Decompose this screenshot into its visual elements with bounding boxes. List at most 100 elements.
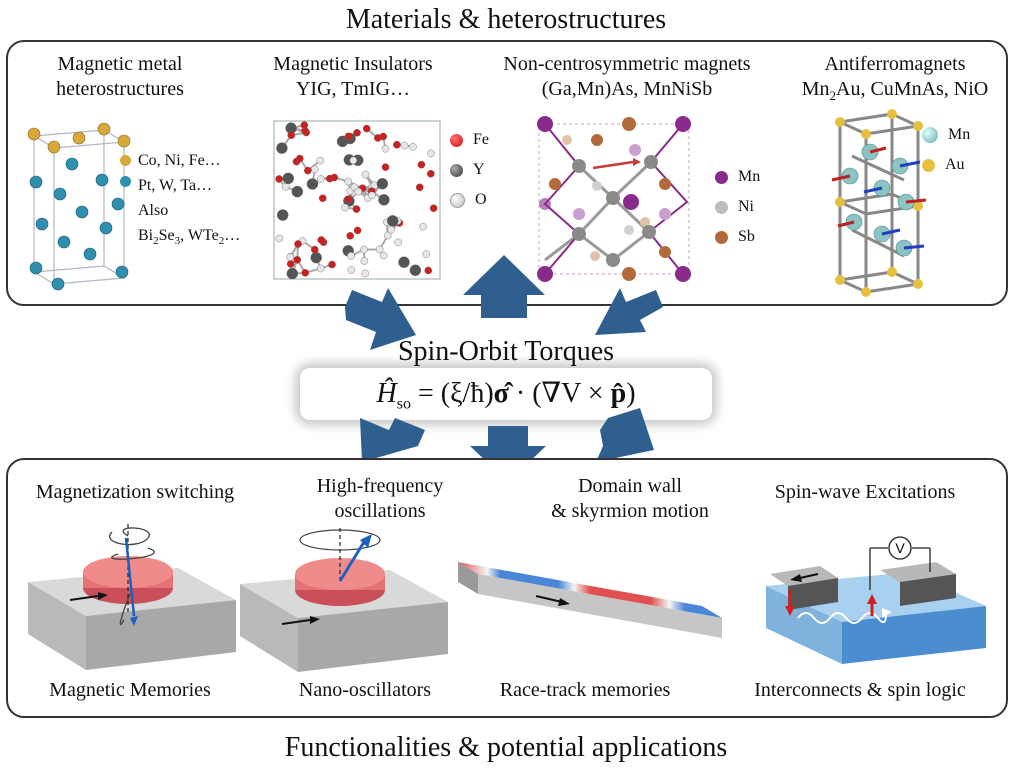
yig-atom xyxy=(354,187,363,196)
yig-atom xyxy=(344,177,353,186)
yig-atom xyxy=(349,156,358,165)
yig-atom xyxy=(400,141,409,150)
yig-atom xyxy=(341,203,349,212)
yig-atom xyxy=(275,234,284,243)
yig-crystal xyxy=(273,120,441,280)
yig-atom xyxy=(336,135,349,148)
yig-atom xyxy=(353,226,362,235)
arrow-up-center xyxy=(463,255,545,318)
yig-atom xyxy=(282,172,294,185)
yig-legend: Fe Y O xyxy=(450,125,489,215)
yig-atom xyxy=(287,131,296,140)
yig-atom xyxy=(378,194,390,206)
yig-atom xyxy=(394,238,402,247)
yig-atom xyxy=(352,205,361,213)
func-3-application: Race-track memories xyxy=(499,679,671,701)
afm-legend: Mn Au xyxy=(922,120,970,180)
yig-atom xyxy=(353,129,361,137)
yig-atom xyxy=(429,204,438,213)
oscillator-device xyxy=(240,528,448,672)
yig-atom xyxy=(291,185,304,198)
yig-atom xyxy=(427,169,435,178)
yig-atom xyxy=(361,269,370,278)
yig-atom xyxy=(424,266,433,275)
yig-atom xyxy=(409,264,422,276)
arrow-down-right xyxy=(596,408,654,462)
yig-atom xyxy=(368,191,376,200)
arrow-down-center xyxy=(470,426,546,482)
yig-atom xyxy=(293,256,302,264)
yig-atom xyxy=(419,222,427,231)
racetrack-device xyxy=(458,562,722,638)
func-2-application: Nano-oscillators xyxy=(298,679,432,701)
yig-atom xyxy=(328,260,336,269)
yig-atom xyxy=(422,250,431,258)
func-4-title: Spin-wave Excitations xyxy=(774,481,956,503)
func-3-title: Domain wall & skyrmion motion xyxy=(551,475,709,522)
yig-atom xyxy=(347,252,355,260)
yig-atom xyxy=(376,178,389,190)
yig-atom xyxy=(383,231,392,240)
afm-title: Antiferromagnets Mn2Au, CuMnAs, NiO xyxy=(801,53,989,103)
yig-atom xyxy=(344,132,353,141)
yig-atom xyxy=(344,195,352,204)
yig-atom xyxy=(325,174,334,183)
voltmeter-label: V xyxy=(895,540,905,556)
yig-atom xyxy=(417,160,426,169)
metal-legend: Co, Ni, Fe… Pt, W, Ta… Also Bi2Se3, WTe2… xyxy=(120,148,240,254)
yig-atom xyxy=(304,166,312,175)
func-1-title: Magnetization switching xyxy=(35,481,235,503)
yig-atom xyxy=(294,240,302,248)
yig-atom xyxy=(427,149,435,158)
yig-atom xyxy=(347,266,356,274)
yig-atom xyxy=(362,124,371,133)
arrow-up-left xyxy=(345,288,416,350)
spinwave-device: V xyxy=(766,536,986,664)
arrow-down-left xyxy=(360,418,425,462)
yig-atom xyxy=(276,142,288,154)
yig-atom xyxy=(360,257,369,265)
yig-atom xyxy=(415,183,424,192)
yig-atom xyxy=(379,251,388,260)
yig-atom xyxy=(361,170,370,179)
yig-atom xyxy=(317,236,326,244)
magnetic-insulators-title: Magnetic Insulators YIG, TmIG… xyxy=(273,53,433,100)
yig-atom xyxy=(300,121,309,129)
yig-atom xyxy=(316,264,325,273)
yig-atom xyxy=(409,143,417,151)
yig-atom xyxy=(310,245,319,254)
yig-atom xyxy=(286,253,295,261)
magnetic-metal-title: Magnetic metal heterostructures xyxy=(56,53,184,100)
yig-atom xyxy=(398,256,410,268)
soc-equation: Ĥso = (ξ/ħ)σ̂ · (∇V × p̂) xyxy=(376,378,636,413)
arrow-up-right xyxy=(595,288,663,335)
switching-device xyxy=(28,524,236,670)
mnnisb-crystal xyxy=(537,116,691,282)
func-2-title: High-frequency oscillations xyxy=(316,475,444,522)
equation-box: Ĥso = (ξ/ħ)σ̂ · (∇V × p̂) xyxy=(300,368,712,420)
yig-atom xyxy=(360,245,368,254)
yig-atom xyxy=(318,194,327,203)
yig-atom xyxy=(316,156,325,165)
yig-atom xyxy=(301,269,310,277)
center-label: Spin-Orbit Torques xyxy=(397,336,615,367)
func-1-application: Magnetic Memories xyxy=(49,679,211,701)
yig-atom xyxy=(317,175,325,183)
yig-atom xyxy=(306,178,319,190)
yig-atom xyxy=(286,267,299,280)
yig-atom xyxy=(393,140,401,149)
mnnisb-legend: Mn Ni Sb xyxy=(715,162,760,252)
yig-atom xyxy=(277,209,289,221)
yig-atom xyxy=(387,215,399,227)
yig-atom xyxy=(381,144,390,153)
yig-atom xyxy=(346,232,355,240)
noncentro-title: Non-centrosymmetric magnets (Ga,Mn)As, M… xyxy=(503,53,751,100)
yig-atom xyxy=(375,245,384,254)
func-4-application: Interconnects & spin logic xyxy=(754,679,966,701)
yig-atom xyxy=(381,163,390,171)
top-title: Materials & heterostructures xyxy=(345,4,667,35)
yig-atom xyxy=(374,134,382,142)
bottom-title: Functionalities & potential applications xyxy=(284,732,728,763)
afm-crystal xyxy=(831,109,927,297)
